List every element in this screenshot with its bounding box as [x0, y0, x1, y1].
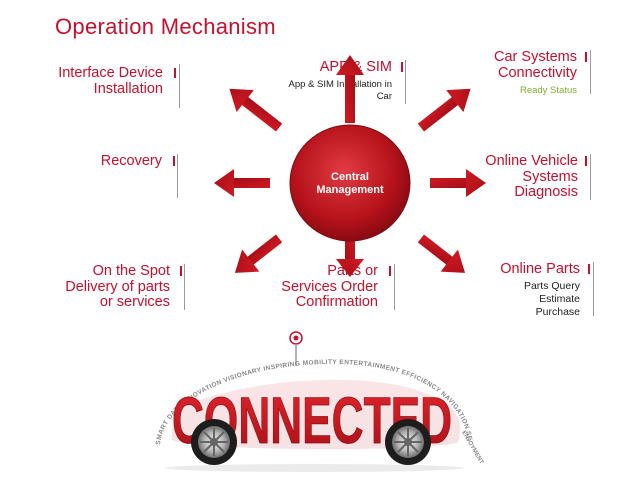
page-title: Operation Mechanism	[55, 14, 276, 39]
marker-tick	[174, 68, 176, 78]
marker-tick	[389, 266, 391, 276]
node-sublabel: Car	[376, 90, 392, 102]
node-sublabel-status: Ready Status	[519, 85, 577, 96]
arrow-right	[430, 169, 486, 197]
arrow-up-right	[417, 88, 471, 132]
car-rear-text: ENJOYMENT	[460, 430, 484, 466]
connected-car-logo: SMART DATA INNOVATION VISIONARY INSPIRIN…	[0, 0, 484, 472]
node-online-parts: Online Parts Parts Query Estimate Purcha…	[450, 261, 580, 319]
node-label: On the Spot	[92, 263, 170, 279]
node-sublabel: Parts Query	[523, 279, 580, 292]
node-label: or services	[99, 294, 170, 310]
marker-tick	[180, 266, 182, 276]
node-label: Delivery of parts	[65, 278, 170, 295]
divider-line	[590, 50, 591, 94]
hub-label: Management	[316, 184, 384, 196]
node-label: Online Parts	[500, 261, 580, 277]
node-parts-order: Parts or Services Order Confirmation	[230, 263, 378, 311]
node-interface-installation: Interface Device Installation	[20, 65, 163, 97]
marker-tick	[401, 62, 403, 72]
node-label: Systems	[522, 168, 578, 185]
marker-tick	[585, 156, 587, 166]
divider-line	[405, 60, 406, 104]
node-label: Installation	[93, 80, 163, 97]
arrow-left	[214, 169, 270, 197]
front-wheel-icon	[191, 419, 237, 465]
divider-line	[394, 264, 395, 310]
divider-line	[590, 154, 591, 200]
arrow-up	[336, 55, 364, 123]
arrow-up-left	[229, 88, 283, 132]
node-sublabel: Estimate	[539, 292, 580, 305]
marker-tick	[588, 264, 590, 274]
marker-tick	[173, 156, 175, 166]
arrow-down-left	[234, 234, 283, 273]
node-label: Car Systems	[494, 49, 577, 65]
node-label: Online Vehicle	[485, 153, 578, 169]
node-recovery: Recovery	[60, 153, 162, 170]
divider-line	[179, 64, 180, 108]
node-sublabel: Purchase	[535, 305, 580, 318]
node-label: Confirmation	[295, 294, 378, 310]
node-label: Recovery	[100, 153, 162, 169]
divider-line	[177, 154, 178, 198]
marker-tick	[585, 52, 587, 62]
rear-wheel-icon	[385, 419, 431, 465]
node-label: Diagnosis	[514, 184, 578, 200]
node-diagnosis: Online Vehicle Systems Diagnosis	[440, 153, 578, 201]
node-delivery: On the Spot Delivery of parts or service…	[20, 263, 170, 311]
node-sublabel: App & SIM Installation in	[288, 78, 393, 90]
divider-line	[184, 264, 185, 310]
svg-text:SMART DATA INNOVATION VISIONAR: SMART DATA INNOVATION VISIONARY INSPIRIN…	[0, 0, 473, 445]
central-hub	[290, 125, 410, 241]
divider-line	[593, 262, 594, 316]
node-label: Connectivity	[498, 64, 577, 81]
node-label: Services Order	[281, 278, 378, 295]
hub-label: Central	[331, 171, 369, 183]
car-arc-text: SMART DATA INNOVATION VISIONARY INSPIRIN…	[0, 0, 473, 445]
arrow-down-right	[417, 234, 466, 273]
node-car-systems: Car Systems Connectivity Ready Status	[440, 49, 577, 97]
node-label: Interface Device	[58, 65, 163, 81]
